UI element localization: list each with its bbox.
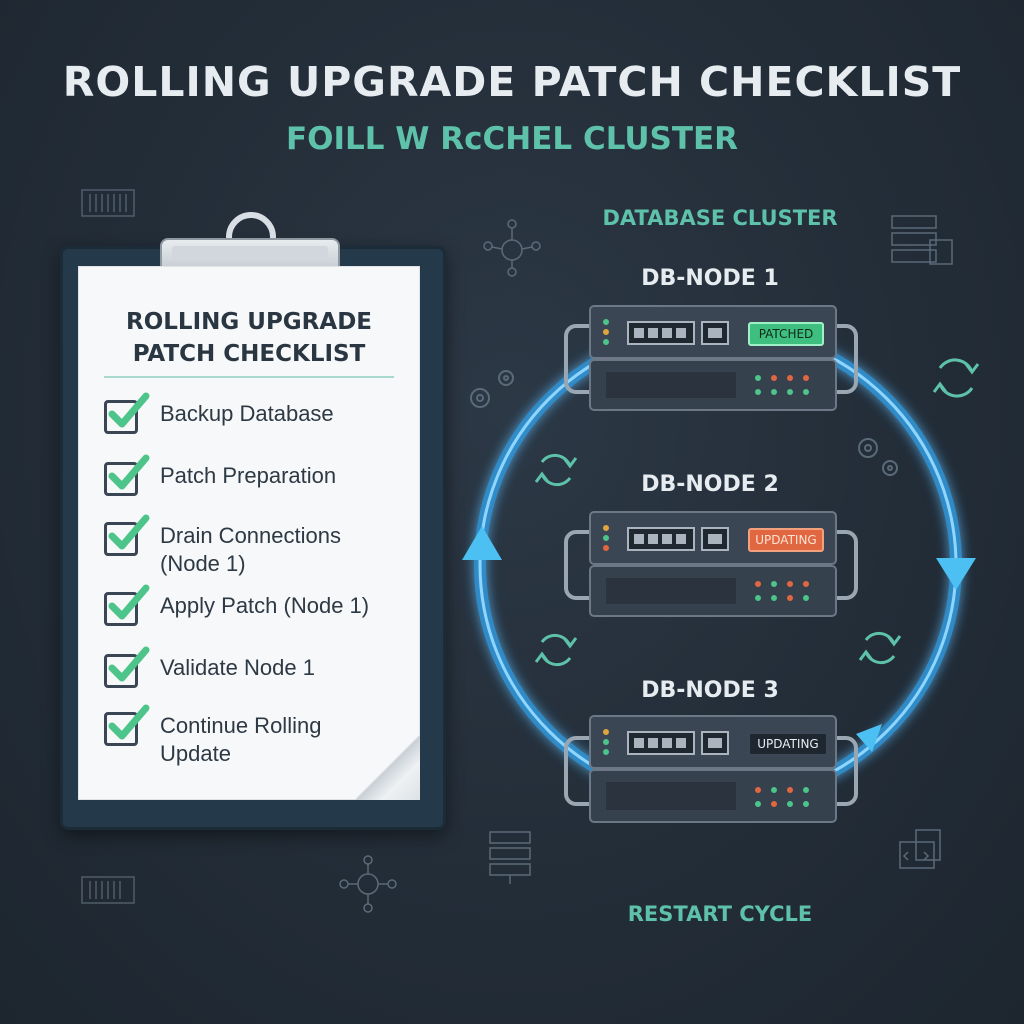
- status-badge-node-3: UPDATING: [748, 732, 828, 756]
- cycle-arrow-icon: [856, 724, 882, 752]
- page-subtitle: FOILL W RcCHEL CLUSTER: [285, 121, 739, 157]
- checkbox[interactable]: [104, 654, 138, 688]
- check-mark-icon: [108, 392, 150, 428]
- page-title: ROLLING UPGRADE PATCH CHECKLIST: [62, 58, 962, 106]
- status-badge-node-2: UPDATING: [748, 528, 824, 552]
- check-mark-icon: [108, 454, 150, 490]
- db-node-2-server: [564, 511, 858, 617]
- code-file-icon: [899, 829, 941, 869]
- checklist-item-label: Apply Patch (Node 1): [160, 593, 370, 618]
- cluster-label: DATABASE CLUSTER: [602, 206, 838, 230]
- checklist-item-label: Backup Database: [160, 401, 334, 426]
- checklist-item-label: Patch Preparation: [160, 463, 337, 488]
- checkbox[interactable]: [104, 462, 138, 496]
- status-badge-node-1: PATCHED: [748, 322, 824, 346]
- check-mark-icon: [108, 584, 150, 620]
- server-rack-icon: [81, 189, 135, 217]
- refresh-icon: [858, 631, 902, 665]
- checklist-title-line1: ROLLING UPGRADE: [126, 309, 372, 335]
- clipboard-clip-band: [172, 246, 328, 258]
- server-list-icon: [891, 215, 953, 265]
- cycle-arrow-up-icon: [462, 526, 502, 560]
- refresh-icon: [932, 358, 980, 398]
- refresh-icon: [534, 453, 578, 487]
- checklist-item-label: Validate Node 1: [160, 655, 315, 680]
- checklist-title-line2: PATCH CHECKLIST: [132, 341, 366, 367]
- check-mark-icon: [108, 704, 150, 740]
- checklist-title: ROLLING UPGRADE PATCH CHECKLIST: [78, 306, 420, 370]
- checkbox[interactable]: [104, 522, 138, 556]
- checklist-item-label: Drain Connections(Node 1): [160, 523, 341, 576]
- check-mark-icon: [108, 646, 150, 682]
- checklist-divider: [104, 376, 394, 378]
- node-label-1: DB-NODE 1: [641, 266, 779, 291]
- server-list-icon: [489, 831, 531, 884]
- network-node-icon: [339, 855, 397, 913]
- gear-icon: [470, 370, 514, 408]
- checkbox[interactable]: [104, 592, 138, 626]
- restart-cycle-label: RESTART CYCLE: [627, 902, 813, 926]
- check-mark-icon: [108, 514, 150, 550]
- network-node-icon: [483, 219, 541, 277]
- checklist-paper: ROLLING UPGRADE PATCH CHECKLIST Backup D…: [78, 266, 420, 800]
- node-label-2: DB-NODE 2: [641, 472, 779, 497]
- cycle-arrow-down-icon: [936, 558, 976, 590]
- db-node-1-server: [564, 305, 858, 411]
- server-rack-icon: [81, 876, 135, 904]
- node-label-3: DB-NODE 3: [641, 678, 779, 703]
- refresh-icon: [534, 633, 578, 667]
- gear-icon: [858, 438, 898, 476]
